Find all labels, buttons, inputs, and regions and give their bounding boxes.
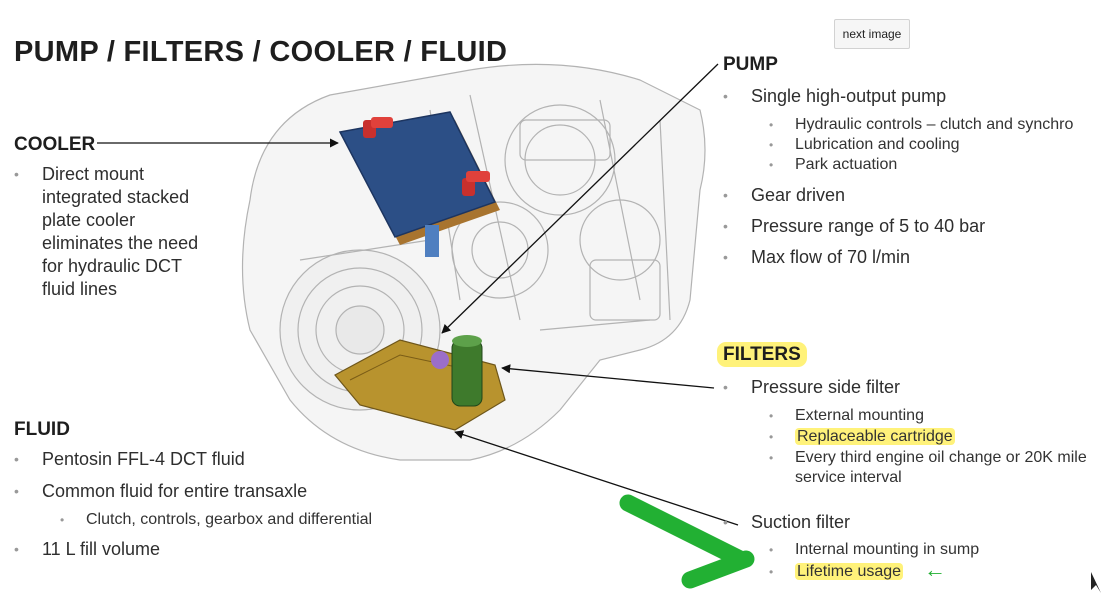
- pressure-filter-sub-bullet: External mounting: [769, 406, 924, 426]
- next-image-button[interactable]: next image: [834, 19, 910, 49]
- filters-heading-highlight: FILTERS: [717, 342, 807, 367]
- pressure-filter-bullet: Pressure side filter: [723, 376, 900, 399]
- pump-bullet: Pressure range of 5 to 40 bar: [723, 215, 985, 238]
- pressure-filter-sub-bullet: Every third engine oil change or 20K mil…: [769, 448, 1087, 468]
- mouse-cursor-icon: [1091, 572, 1101, 593]
- suction-filter-sub-bullet: Lifetime usage: [769, 562, 904, 582]
- pump-bullet: Max flow of 70 l/min: [723, 246, 910, 269]
- filters-heading: FILTERS: [717, 342, 807, 367]
- fluid-sub-bullet: Clutch, controls, gearbox and differenti…: [60, 510, 372, 530]
- pump-sub-bullet: Lubrication and cooling: [769, 135, 959, 155]
- pump-bullet: Single high-output pump: [723, 85, 946, 108]
- highlighted-text: Lifetime usage: [795, 563, 904, 580]
- fluid-bullet: 11 L fill volume: [14, 538, 160, 561]
- fluid-bullet: Pentosin FFL-4 DCT fluid: [14, 448, 245, 471]
- fluid-bullet: Common fluid for entire transaxle: [14, 480, 307, 503]
- pump-heading: PUMP: [723, 54, 778, 75]
- pump-sub-bullet: Park actuation: [769, 155, 897, 175]
- fluid-heading: FLUID: [14, 419, 70, 440]
- filter-plate-part: [334, 335, 506, 431]
- leader-lines: [97, 63, 739, 526]
- green-left-arrow-icon: ←: [924, 557, 946, 582]
- pressure-filter-sub-bullet: Replaceable cartridge: [769, 427, 955, 447]
- cooler-part: [338, 111, 500, 257]
- slide-title: PUMP / FILTERS / COOLER / FLUID: [14, 36, 508, 68]
- green-annotation-arrow: [619, 494, 755, 589]
- pump-sub-bullet: Hydraulic controls – clutch and synchro: [769, 115, 1073, 135]
- highlighted-text: Replaceable cartridge: [795, 428, 955, 445]
- suction-filter-sub-bullet: Internal mounting in sump: [769, 540, 979, 560]
- pump-bullet: Gear driven: [723, 184, 845, 207]
- cooler-bullet: Direct mount integrated stacked plate co…: [14, 163, 202, 301]
- cooler-heading: COOLER: [14, 134, 96, 155]
- pressure-filter-sub-continuation: service interval: [795, 469, 902, 486]
- suction-filter-bullet: Suction filter: [723, 511, 850, 534]
